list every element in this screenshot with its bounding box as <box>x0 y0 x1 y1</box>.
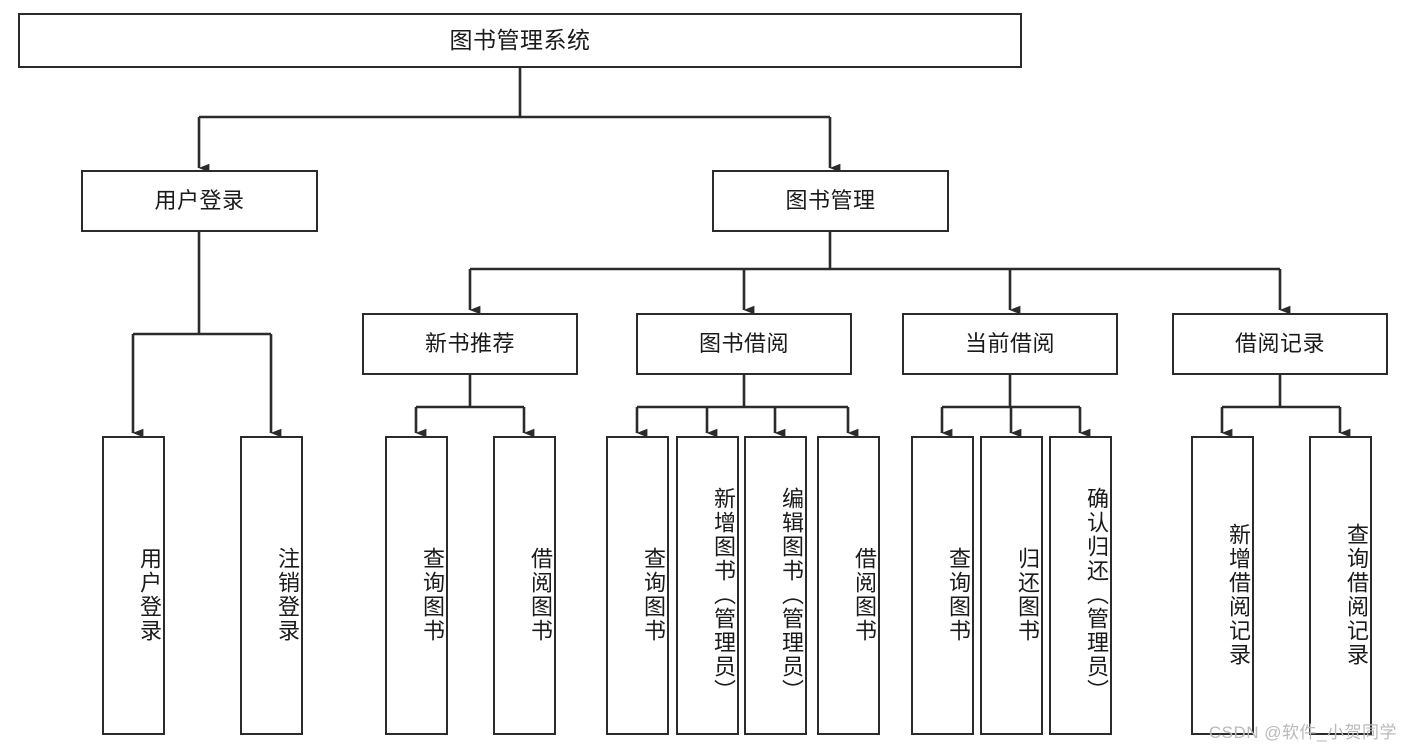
node-user-login[interactable]: 用户登录 <box>81 170 318 232</box>
node-current-borrow[interactable]: 当前借阅 <box>902 313 1118 375</box>
leaf-borrow-borrow-book[interactable]: 借阅图书 <box>817 436 880 735</box>
leaf-borrow-query-book[interactable]: 查询图书 <box>606 436 669 735</box>
leaf-current-return-book[interactable]: 归还图书 <box>980 436 1043 735</box>
leaf-record-query-record[interactable]: 查询借阅记录 <box>1309 436 1372 735</box>
leaf-borrow-edit-book-admin[interactable]: 编辑图书（管理员） <box>744 436 807 735</box>
leaf-borrow-add-book-admin[interactable]: 新增图书（管理员） <box>676 436 739 735</box>
leaf-user-login-signin[interactable]: 用户登录 <box>102 436 165 735</box>
node-new-book-recommend[interactable]: 新书推荐 <box>362 313 578 375</box>
leaf-newbook-query-book[interactable]: 查询图书 <box>385 436 448 735</box>
node-borrow-record[interactable]: 借阅记录 <box>1172 313 1388 375</box>
leaf-user-login-signout[interactable]: 注销登录 <box>240 436 303 735</box>
leaf-newbook-borrow-book[interactable]: 借阅图书 <box>493 436 556 735</box>
leaf-current-confirm-return-admin[interactable]: 确认归还（管理员） <box>1049 436 1112 735</box>
csdn-watermark: CSDN @软件_小贺同学 <box>1208 723 1397 742</box>
leaf-record-add-record[interactable]: 新增借阅记录 <box>1191 436 1254 735</box>
node-book-borrow[interactable]: 图书借阅 <box>636 313 852 375</box>
node-book-management[interactable]: 图书管理 <box>712 170 949 232</box>
node-root-system[interactable]: 图书管理系统 <box>18 13 1022 68</box>
leaf-current-query-book[interactable]: 查询图书 <box>911 436 974 735</box>
